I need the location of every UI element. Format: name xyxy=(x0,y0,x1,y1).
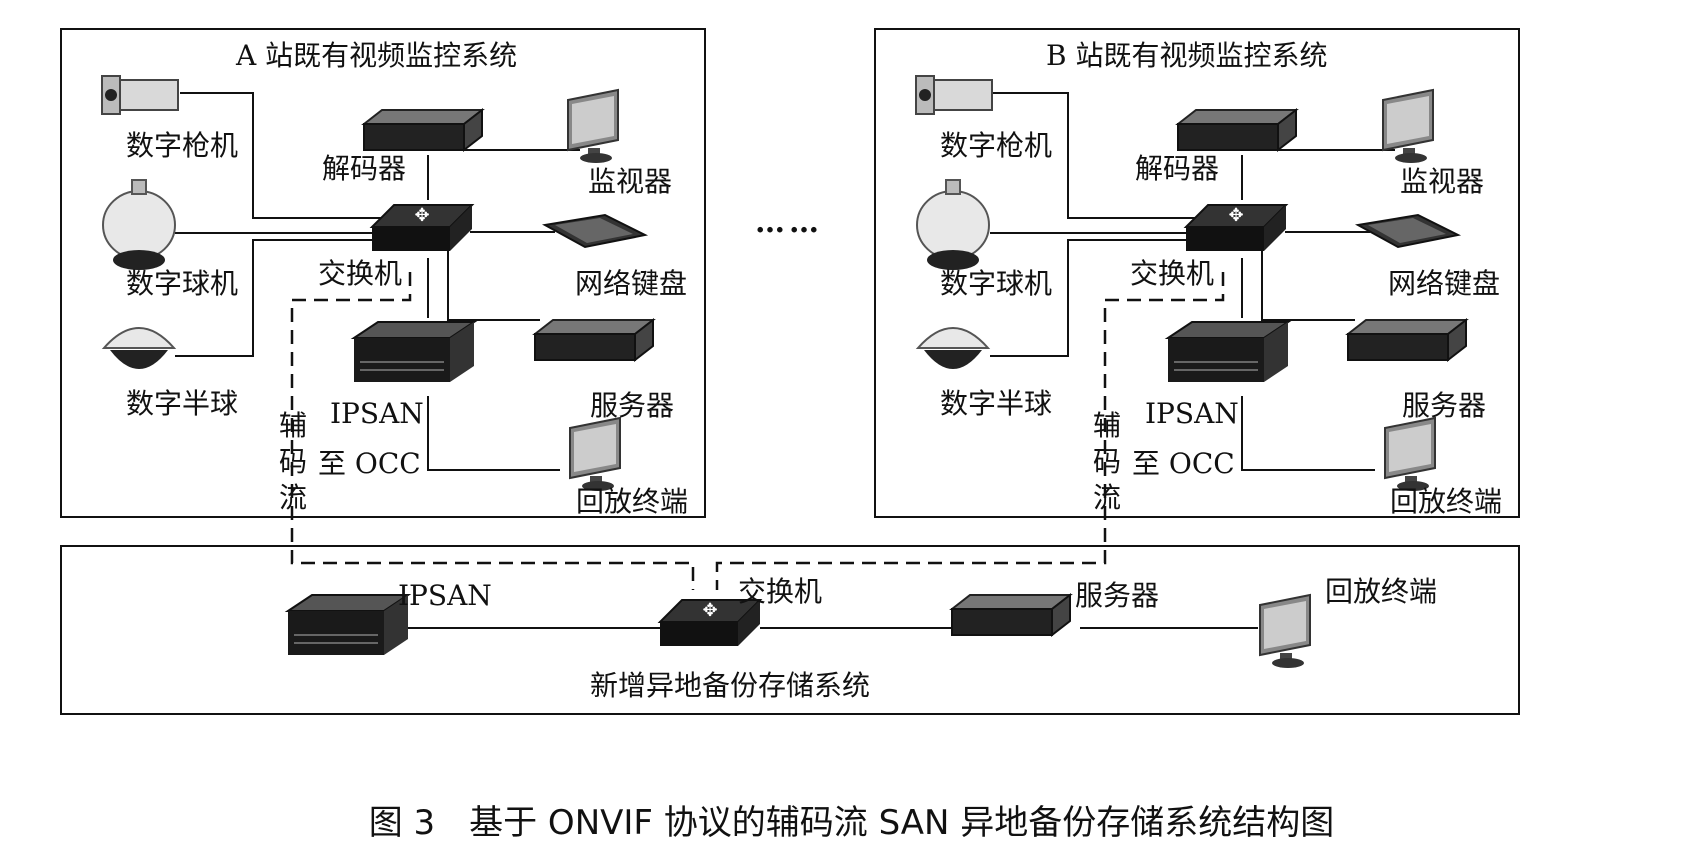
to-occ-label-a: 至 OCC xyxy=(318,447,421,480)
backup-system-title: 新增异地备份存储系统 xyxy=(590,669,871,702)
monitor-label-a: 监视器 xyxy=(588,165,673,198)
station-b-frame xyxy=(874,28,1520,518)
half-dome-label-a: 数字半球 xyxy=(126,387,239,420)
gun-camera-label-b: 数字枪机 xyxy=(940,129,1053,162)
station-a-title: A 站既有视频监控系统 xyxy=(236,39,518,72)
keyboard-label-b: 网络键盘 xyxy=(1388,267,1501,300)
figure-caption: 图 3 基于 ONVIF 协议的辅码流 SAN 异地备份存储系统结构图 xyxy=(368,803,1335,843)
ipsan-label-a: IPSAN xyxy=(330,397,424,430)
playback-label-a: 回放终端 xyxy=(576,485,689,518)
aux-stream-label-a: 辅码流 xyxy=(278,409,307,514)
half-dome-label-b: 数字半球 xyxy=(940,387,1053,420)
ellipsis: …… xyxy=(755,205,823,240)
server-label-b: 服务器 xyxy=(1402,389,1487,422)
aux-stream-label-b: 辅码流 xyxy=(1092,409,1121,514)
backup-frame xyxy=(60,545,1520,715)
switch-label-backup: 交换机 xyxy=(738,575,823,608)
dome-camera-label-b: 数字球机 xyxy=(940,267,1053,300)
gun-camera-label-a: 数字枪机 xyxy=(126,129,239,162)
decoder-label-a: 解码器 xyxy=(322,152,407,185)
station-a-frame xyxy=(60,28,706,518)
keyboard-label-a: 网络键盘 xyxy=(575,267,688,300)
to-occ-label-b: 至 OCC xyxy=(1132,447,1235,480)
monitor-label-b: 监视器 xyxy=(1400,165,1485,198)
dome-camera-label-a: 数字球机 xyxy=(126,267,239,300)
station-b-title: B 站既有视频监控系统 xyxy=(1046,39,1328,72)
switch-label-b: 交换机 xyxy=(1130,257,1215,290)
server-label-a: 服务器 xyxy=(590,389,675,422)
ipsan-label-b: IPSAN xyxy=(1145,397,1239,430)
decoder-label-b: 解码器 xyxy=(1135,152,1220,185)
switch-label-a: 交换机 xyxy=(318,257,403,290)
playback-label-b: 回放终端 xyxy=(1390,485,1503,518)
playback-label-backup: 回放终端 xyxy=(1325,575,1438,608)
ipsan-label-backup: IPSAN xyxy=(398,579,492,612)
server-label-backup: 服务器 xyxy=(1075,579,1160,612)
